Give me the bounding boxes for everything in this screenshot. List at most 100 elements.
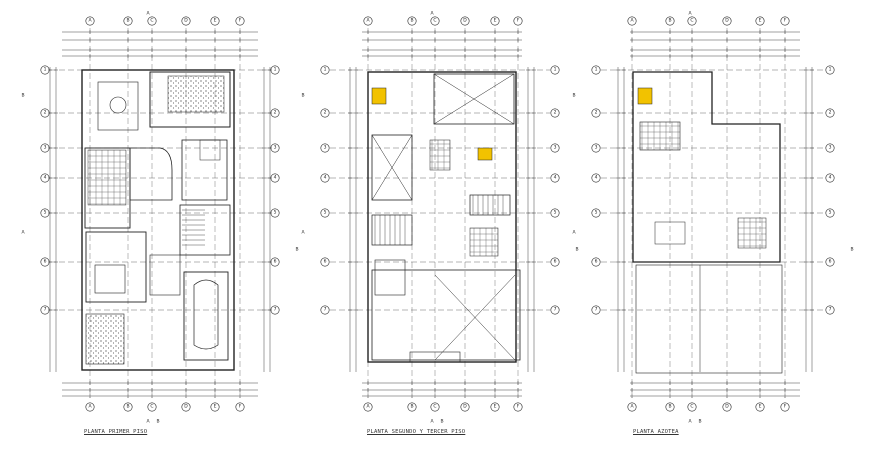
grid-row-bubble-right <box>550 305 560 315</box>
grid-row-bubble-left-text: 3 <box>595 145 598 151</box>
grid-col-bubble-bottom-text: C <box>433 404 436 410</box>
section-mark-left: B <box>21 93 24 99</box>
grid-row-bubble-left-text: 1 <box>44 67 47 73</box>
grid-row-bubble-left-text: 1 <box>324 67 327 73</box>
grid-row-bubble-right <box>825 65 835 75</box>
section-mark-bottom: A <box>688 419 692 425</box>
staircase <box>179 204 231 256</box>
grid-row-bubble-right-text: 1 <box>554 67 557 73</box>
grid-col-bubble-bottom <box>665 402 675 412</box>
grid-row-bubble-right-text: 3 <box>554 145 557 151</box>
grid-row-bubble-right <box>825 208 835 218</box>
grid-col-bubble-bottom-text: E <box>759 404 762 410</box>
grid-row-bubble-left-text: 7 <box>44 307 47 313</box>
grid-col-bubble-bottom-text: C <box>690 404 693 410</box>
grid-row-bubble-right <box>825 108 835 118</box>
section-mark-top: A <box>146 11 150 17</box>
highlight-2 <box>477 147 493 161</box>
grid-col-bubble-bottom-text: D <box>725 404 729 410</box>
patio-top <box>149 71 231 128</box>
grid-row-bubble-left-text: 6 <box>595 259 598 265</box>
grid-col-bubble-bottom <box>235 402 245 412</box>
grid-row-bubble-right <box>825 257 835 267</box>
grid-col-bubble-top <box>460 16 470 26</box>
highlight-1 <box>371 87 387 105</box>
grid-col-bubble-top <box>147 16 157 26</box>
grid-row-bubble-left <box>320 173 330 183</box>
section-mark-bottom-b: B <box>440 419 443 425</box>
grid-col-bubble-bottom-text: E <box>214 404 217 410</box>
grid-row-bubble-left-text: 6 <box>44 259 47 265</box>
grid-row-bubble-right-text: 3 <box>274 145 277 151</box>
plan-2-title: PLANTA SEGUNDO Y TERCER PISO <box>367 429 466 435</box>
grid-col-bubble-top <box>780 16 790 26</box>
grid-row-bubble-left-text: 1 <box>595 67 598 73</box>
grid-col-bubble-top-text: E <box>759 18 762 24</box>
grid-col-bubble-bottom <box>123 402 133 412</box>
section-mark-left: B <box>572 93 575 99</box>
grid-row-bubble-right <box>550 108 560 118</box>
grid-row-bubble-right-text: 5 <box>274 210 277 216</box>
section-mark-left: B <box>301 93 304 99</box>
grid-row-bubble-left-text: 3 <box>324 145 327 151</box>
grid-row-bubble-left-text: 5 <box>44 210 47 216</box>
grid-row-bubble-right <box>825 173 835 183</box>
grid-row-bubble-left <box>591 208 601 218</box>
grid-col-bubble-top-text: B <box>668 18 671 24</box>
grid-row-bubble-left-text: 5 <box>324 210 327 216</box>
grid-col-bubble-bottom-text: B <box>668 404 671 410</box>
car <box>193 279 219 350</box>
grid-col-bubble-bottom <box>363 402 373 412</box>
stair-hall <box>129 147 173 201</box>
garage <box>183 271 229 361</box>
grid-row-bubble-left-text: 6 <box>324 259 327 265</box>
grid-row-bubble-left <box>591 173 601 183</box>
grid-col-bubble-bottom <box>755 402 765 412</box>
grid-col-bubble-top <box>123 16 133 26</box>
section-mark-top: A <box>430 11 434 17</box>
grid-col-bubble-bottom-text: A <box>88 404 92 410</box>
grid-col-bubble-top-text: C <box>690 18 693 24</box>
garden-top <box>167 75 225 113</box>
grid-row-bubble-left-text: 7 <box>324 307 327 313</box>
bed-cross <box>371 134 413 201</box>
grid-row-bubble-left <box>320 65 330 75</box>
grid-col-bubble-bottom-text: E <box>494 404 497 410</box>
grid-row-bubble-left <box>320 108 330 118</box>
void-bottom <box>371 269 521 361</box>
bed <box>94 264 126 294</box>
roof-lower-outline <box>635 264 783 374</box>
grid-col-bubble-top-text: D <box>725 18 729 24</box>
grid-col-bubble-top <box>85 16 95 26</box>
grid-col-bubble-bottom <box>430 402 440 412</box>
grid-col-bubble-top <box>210 16 220 26</box>
dining-table <box>109 96 127 114</box>
grid-col-bubble-top <box>235 16 245 26</box>
grid-col-bubble-top <box>181 16 191 26</box>
bath-tiles <box>429 139 451 171</box>
grid-col-bubble-top <box>687 16 697 26</box>
grid-row-bubble-right-text: 1 <box>274 67 277 73</box>
grid-row-bubble-right-text: 7 <box>829 307 832 313</box>
grid-row-bubble-right-text: 2 <box>554 110 557 116</box>
plan-3-rooms <box>632 71 783 374</box>
grid-row-bubble-left-text: 2 <box>595 110 598 116</box>
grid-row-bubble-right-text: 6 <box>554 259 557 265</box>
bath-2 <box>469 227 499 257</box>
grid-col-bubble-bottom-text: D <box>463 404 467 410</box>
grid-col-bubble-bottom <box>687 402 697 412</box>
grid-row-bubble-left-text: 2 <box>44 110 47 116</box>
grid-row-bubble-right-text: 2 <box>274 110 277 116</box>
grid-col-bubble-top <box>665 16 675 26</box>
grid-row-bubble-left <box>591 257 601 267</box>
grid-col-bubble-bottom-text: B <box>410 404 413 410</box>
grid-row-bubble-left-text: 4 <box>324 175 327 181</box>
grid-row-bubble-left <box>320 143 330 153</box>
grid-row-bubble-right-text: 4 <box>274 175 277 181</box>
section-mark-left-a: A <box>572 230 576 236</box>
grid-row-bubble-right-text: 4 <box>829 175 832 181</box>
grid-col-bubble-bottom-text: A <box>366 404 370 410</box>
grid-col-bubble-top <box>363 16 373 26</box>
